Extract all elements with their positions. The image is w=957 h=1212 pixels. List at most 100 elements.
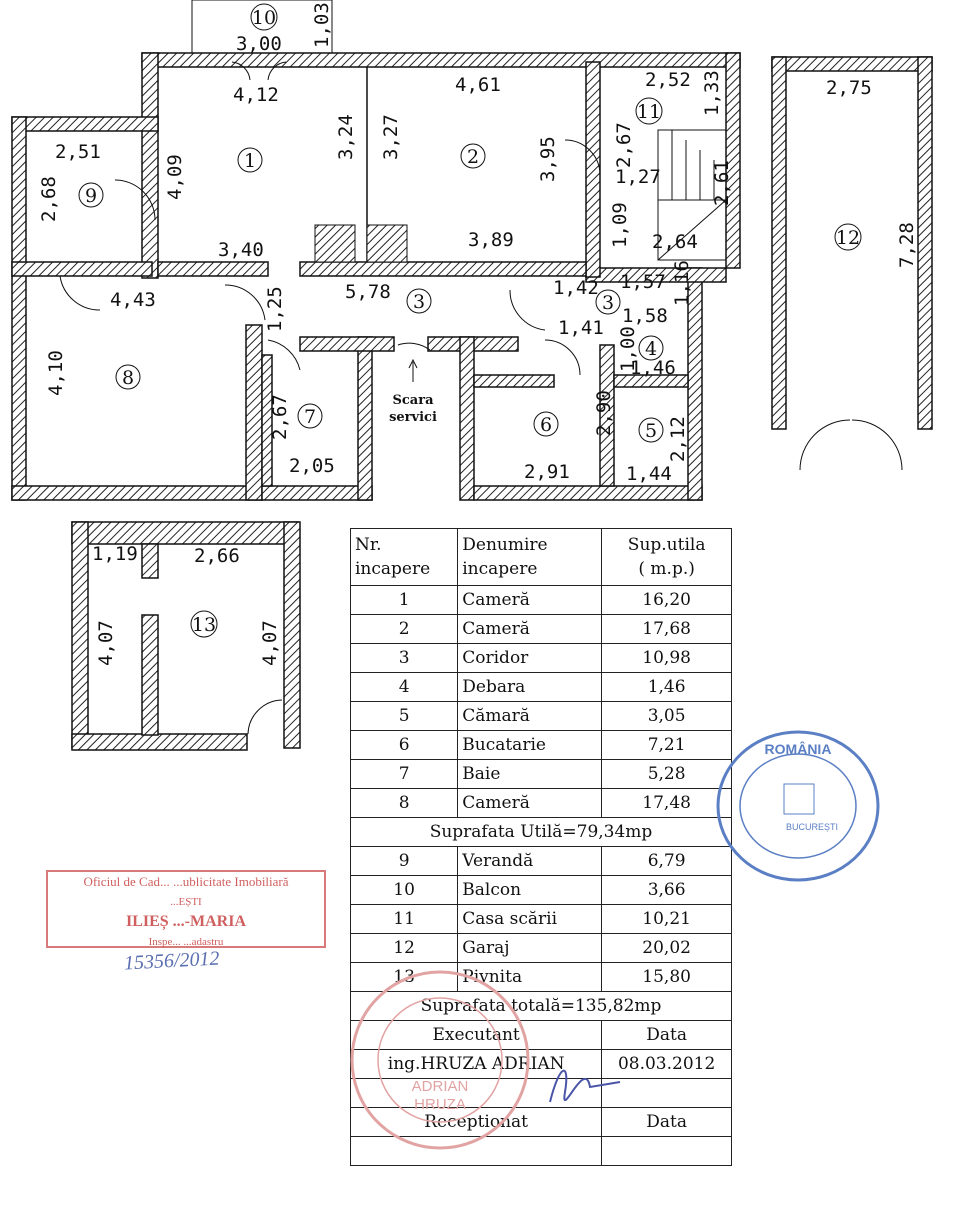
- table-cell-name: Verandă: [457, 846, 603, 876]
- table-cell-nr: 3: [349, 643, 459, 673]
- svg-text:2,90: 2,90: [593, 390, 615, 436]
- area-table: Nr. incapere Denumire incapere Sup.utila…: [349, 528, 732, 1166]
- svg-text:ROMÂNIA: ROMÂNIA: [765, 740, 832, 757]
- receptionat-row: Receptionat Data: [349, 1107, 732, 1137]
- svg-text:4,07: 4,07: [95, 620, 117, 666]
- table-cell-nr: 2: [349, 614, 459, 644]
- table-cell-area: 3,66: [601, 875, 732, 905]
- room-11-label: 11: [637, 101, 661, 123]
- table-cell-name: Cămară: [457, 701, 603, 731]
- floor-plan: 1 2 3 3 4 5 6 7 8 9 10 11 12 3,00 4,12 4…: [11, 0, 933, 501]
- svg-text:3,00: 3,00: [236, 33, 282, 55]
- svg-text:2,75: 2,75: [826, 77, 872, 99]
- room-9-label: 9: [85, 185, 97, 207]
- table-cell-nr: 10: [349, 875, 459, 905]
- table-cell-name: Baie: [457, 759, 603, 789]
- table-cell-area: 1,46: [601, 672, 732, 702]
- service-stair-label: Scara servici: [389, 358, 437, 425]
- table-cell-area: 16,20: [601, 585, 732, 615]
- svg-text:4,61: 4,61: [455, 74, 501, 96]
- garage: [771, 56, 933, 430]
- table-cell-nr: 9: [349, 846, 459, 876]
- svg-text:3,24: 3,24: [335, 114, 357, 160]
- table-cell-area: 10,21: [601, 904, 732, 934]
- svg-text:2,91: 2,91: [524, 461, 570, 483]
- table-cell-area: 15,80: [601, 962, 732, 992]
- svg-text:BUCUREȘTI: BUCUREȘTI: [786, 822, 838, 832]
- table-cell-name: Debara: [457, 672, 603, 702]
- svg-text:1,58: 1,58: [622, 305, 668, 327]
- svg-text:1,16: 1,16: [671, 260, 693, 306]
- svg-text:2,05: 2,05: [289, 455, 335, 477]
- table-cell-name: Garaj: [457, 933, 603, 963]
- svg-text:4,07: 4,07: [259, 620, 281, 666]
- svg-text:1,42: 1,42: [553, 277, 599, 299]
- svg-text:1,41: 1,41: [558, 317, 604, 339]
- svg-text:1,19: 1,19: [92, 543, 138, 565]
- svg-text:1,03: 1,03: [311, 2, 333, 48]
- basement-plan: 13 1,19 2,66 4,07 4,07: [71, 521, 301, 751]
- ocpi-stamp: Oficiul de Cad... ...ublicitate Imobilia…: [46, 870, 326, 948]
- svg-text:servici: servici: [389, 410, 437, 425]
- staircase: [657, 129, 727, 261]
- garage-door: [799, 419, 903, 471]
- table-cell-name: Cameră: [457, 614, 603, 644]
- registration-number: 15356/2012: [123, 947, 221, 975]
- table-cell-nr: 5: [349, 701, 459, 731]
- svg-text:4,43: 4,43: [110, 289, 156, 311]
- table-cell-area: 10,98: [601, 643, 732, 673]
- svg-text:5,78: 5,78: [345, 281, 391, 303]
- svg-text:2,68: 2,68: [38, 176, 60, 222]
- svg-text:2,51: 2,51: [55, 141, 101, 163]
- room-13-label: 13: [192, 614, 216, 636]
- chimney: [314, 224, 408, 263]
- table-cell-name: Bucatarie: [457, 730, 603, 760]
- svg-text:2,66: 2,66: [194, 545, 240, 567]
- door-arcs: [59, 61, 601, 376]
- svg-text:2,52: 2,52: [645, 69, 691, 91]
- svg-text:4,10: 4,10: [45, 350, 67, 396]
- room-4-label: 4: [645, 338, 657, 360]
- table-cell-nr: 8: [349, 788, 459, 818]
- svg-text:1,57: 1,57: [620, 271, 666, 293]
- svg-text:2,61: 2,61: [711, 160, 733, 206]
- table-cell-nr: 4: [349, 672, 459, 702]
- table-cell-nr: 6: [349, 730, 459, 760]
- room-1-label: 1: [244, 150, 256, 172]
- room-12-label: 12: [836, 227, 860, 249]
- red-seal: ADRIAN HRUZA: [350, 970, 530, 1150]
- blank-row: [349, 1078, 732, 1108]
- svg-text:3,89: 3,89: [468, 229, 514, 251]
- room-3-label: 3: [413, 291, 425, 313]
- svg-text:1,33: 1,33: [701, 70, 723, 116]
- table-cell-nr: 1: [349, 585, 459, 615]
- svg-text:3,40: 3,40: [218, 239, 264, 261]
- svg-text:7,28: 7,28: [896, 222, 918, 268]
- table-cell-area: 17,68: [601, 614, 732, 644]
- svg-text:3,27: 3,27: [380, 114, 402, 160]
- svg-text:1,44: 1,44: [626, 463, 672, 485]
- table-cell-name: Coridor: [457, 643, 603, 673]
- table-cell-name: Cameră: [457, 788, 603, 818]
- svg-text:1,25: 1,25: [264, 286, 286, 332]
- svg-text:4,12: 4,12: [233, 84, 279, 106]
- room-6-label: 6: [540, 414, 552, 436]
- table-cell-area: 5,28: [601, 759, 732, 789]
- table-cell-name: Cameră: [457, 585, 603, 615]
- svg-text:1,46: 1,46: [630, 357, 676, 379]
- exterior-walls: [11, 52, 741, 501]
- dimensions: 3,00 4,12 4,61 2,52 2,75 2,51 1,27 2,64 …: [38, 2, 918, 485]
- room-7-label: 7: [304, 406, 316, 428]
- room-labels: 1 2 3 3 4 5 6 7 8 9 10 11 12: [78, 3, 862, 443]
